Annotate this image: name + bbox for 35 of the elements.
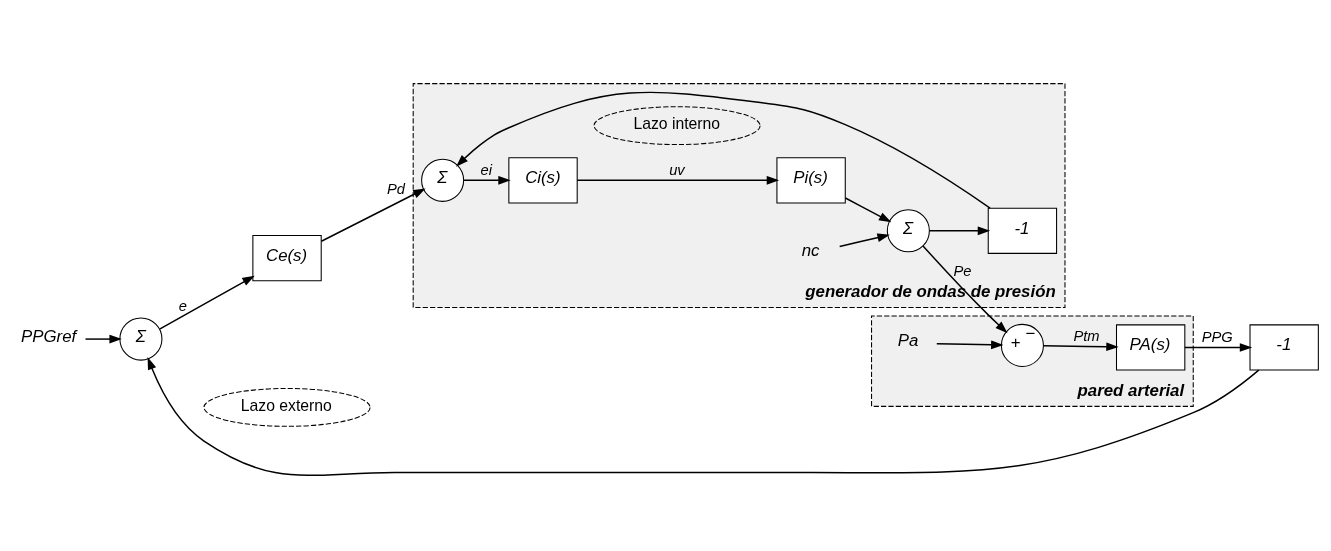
arrow <box>928 226 991 236</box>
edge-label: e <box>178 297 187 314</box>
edge-label: Pd <box>386 181 405 198</box>
arrow <box>147 357 1260 477</box>
node-box: PA(s) <box>1115 324 1186 371</box>
node-ellipse: Lazo interno <box>593 106 761 146</box>
edge-label: Pe <box>953 263 972 280</box>
edge-label: ei <box>480 162 492 179</box>
arrow <box>922 245 1008 334</box>
node-text: PPGref <box>21 327 77 347</box>
node-box: Ce(s) <box>252 235 322 282</box>
node-box: Pi(s) <box>776 157 846 204</box>
edge-label: Ptm <box>1073 328 1100 345</box>
arrow <box>1042 342 1119 352</box>
node-text: nc <box>801 240 820 260</box>
arrow <box>936 340 1004 350</box>
arrow <box>844 197 892 223</box>
node-circle: Σ <box>119 317 163 361</box>
arrow <box>576 176 780 185</box>
arrow <box>84 334 122 344</box>
arrow <box>456 91 991 209</box>
node-circle: Σ <box>421 158 465 202</box>
edge-label: PPG <box>1201 329 1233 346</box>
node-circle: Σ <box>886 209 930 253</box>
node-box: -1 <box>1249 324 1319 371</box>
node-ellipse: Lazo externo <box>203 387 371 427</box>
arrow <box>463 176 511 185</box>
arrow <box>320 188 426 242</box>
arrow <box>1184 343 1253 352</box>
node-text: Pa <box>897 331 919 351</box>
arrow <box>838 233 890 248</box>
edge-label: uv <box>669 162 685 179</box>
arrow <box>158 275 255 330</box>
node-box: -1 <box>987 207 1058 254</box>
node-box: Ci(s) <box>508 157 578 204</box>
